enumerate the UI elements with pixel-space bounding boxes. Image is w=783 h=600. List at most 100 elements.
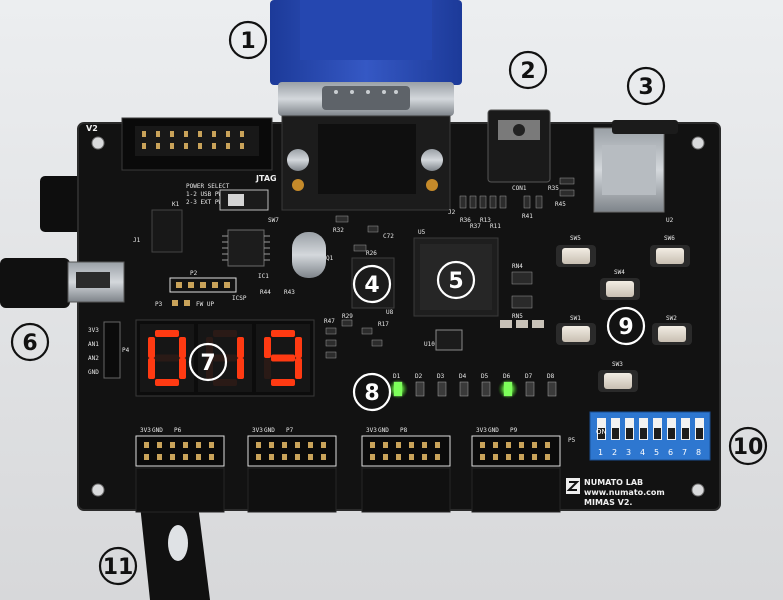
con1-label: CON1 — [512, 185, 527, 192]
callout-10: 10 — [728, 426, 768, 466]
header-label: P7 — [286, 427, 294, 434]
callout-2: 2 — [508, 50, 548, 90]
led-d3: D3 — [437, 373, 447, 397]
segment-b — [295, 337, 302, 358]
c72-label: C72 — [383, 233, 394, 240]
led-d7: D7 — [525, 373, 535, 397]
pin-gnd-label: GND — [488, 427, 499, 434]
q1-label: Q1 — [326, 255, 334, 262]
svg-text:SW5: SW5 — [570, 235, 581, 242]
r35-label: R35 — [548, 185, 559, 192]
digit-0-segments — [148, 330, 186, 386]
seven-segment-digits — [148, 330, 302, 386]
segment-d — [213, 379, 237, 386]
segment-a — [213, 330, 237, 337]
callout-number: 11 — [103, 555, 134, 580]
p4-pin-3v3: 3V3 — [88, 327, 99, 334]
pcb — [78, 123, 720, 510]
pin-gnd-label: GND — [378, 427, 389, 434]
u8-label: U8 — [386, 309, 394, 316]
u10-label: U10 — [424, 341, 435, 348]
digit-2-segments — [264, 330, 302, 386]
svg-text:D6: D6 — [503, 373, 511, 380]
segment-e — [206, 358, 213, 379]
callout-number: 5 — [448, 269, 463, 294]
led-lit-d6 — [504, 382, 512, 396]
dip-8: 8 — [696, 448, 701, 457]
r36-label: R36 — [460, 217, 471, 224]
pushbutton-sw1: SW1 — [556, 315, 596, 345]
rn5-label: RN5 — [512, 313, 523, 320]
q1-crystal — [292, 232, 326, 278]
r32-label: R32 — [333, 227, 344, 234]
pushbutton-sw4: SW4 — [600, 269, 640, 300]
pushbutton-sw6: SW6 — [650, 235, 690, 267]
dip-on-label: ON — [596, 428, 607, 436]
r13-label: R13 — [480, 217, 491, 224]
p4-pin-an2: AN2 — [88, 355, 99, 362]
dip-switch — [589, 411, 711, 461]
r29-label: R29 — [342, 313, 353, 320]
svg-text:D2: D2 — [415, 373, 423, 380]
dip-6: 6 — [668, 448, 673, 457]
segment-e — [148, 358, 155, 379]
callout-number: 3 — [638, 75, 653, 100]
svg-text:SW1: SW1 — [570, 315, 581, 322]
svg-text:SW4: SW4 — [614, 269, 625, 276]
segment-b — [179, 337, 186, 358]
u10-chip — [435, 329, 463, 351]
k1-component — [151, 209, 183, 253]
dip-2: 2 — [612, 448, 617, 457]
brand-model: MIMAS V2. — [584, 498, 632, 507]
segment-g — [271, 354, 295, 362]
callout-number: 7 — [200, 351, 215, 376]
segment-d — [271, 379, 295, 386]
k1-label: K1 — [172, 201, 180, 208]
segment-e — [264, 358, 271, 379]
r11-label: R11 — [490, 223, 501, 230]
dip-7: 7 — [682, 448, 687, 457]
r43-label: R43 — [284, 289, 295, 296]
segment-f — [148, 337, 155, 358]
callout-9: 9 — [606, 306, 646, 346]
r45-label: R45 — [555, 201, 566, 208]
pin-3v3-label: 3V3 — [366, 427, 377, 434]
segment-d — [155, 379, 179, 386]
segment-f — [206, 337, 213, 358]
pin-3v3-label: 3V3 — [140, 427, 151, 434]
callout-3: 3 — [626, 66, 666, 106]
power-opt2: 2-3 EXT PWR — [186, 199, 226, 206]
fw-up-label: FW UP — [196, 301, 214, 308]
callout-number: 1 — [240, 29, 255, 54]
power-opt1: 1-2 USB PWR — [186, 191, 226, 198]
svg-text:D8: D8 — [547, 373, 555, 380]
dip-3: 3 — [626, 448, 631, 457]
callout-8: 8 — [352, 372, 392, 412]
svg-text:D4: D4 — [459, 373, 467, 380]
segment-a — [271, 330, 295, 337]
led-lit-d1 — [394, 382, 402, 396]
callout-4: 4 — [352, 264, 392, 304]
segment-a — [155, 330, 179, 337]
callout-number: 6 — [22, 331, 37, 356]
brand-name: NUMATO LAB — [584, 478, 643, 487]
pin-3v3-label: 3V3 — [476, 427, 487, 434]
segment-b — [237, 337, 244, 358]
r47-label: R47 — [324, 318, 335, 325]
jtag-label: JTAG — [255, 174, 277, 183]
header-label: P6 — [174, 427, 182, 434]
segment-c — [179, 358, 186, 379]
segment-g — [155, 354, 179, 362]
r26-label: R26 — [366, 250, 377, 257]
led-d5: D5 — [481, 373, 491, 397]
svg-text:D1: D1 — [393, 373, 401, 380]
p2-label: P2 — [190, 270, 198, 277]
led-d8: D8 — [547, 373, 557, 397]
callout-number: 10 — [733, 435, 764, 460]
callout-number: 4 — [364, 273, 379, 298]
